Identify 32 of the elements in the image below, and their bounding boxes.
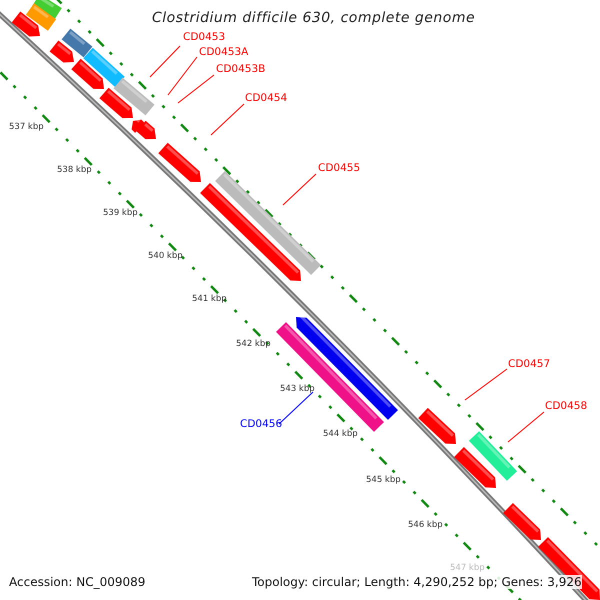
tick-label: 543 kbp [280, 384, 315, 394]
gene-label: CD0455 [318, 162, 360, 174]
gene-label: CD0454 [245, 92, 288, 104]
leader-line [150, 46, 180, 78]
gene-label: CD0457 [508, 358, 550, 370]
leader-line [178, 74, 214, 104]
gene-arrow [114, 78, 154, 116]
tick-label: 540 kbp [148, 251, 183, 261]
tick-label: 547 kbp [450, 563, 485, 573]
tick-label: 541 kbp [192, 294, 227, 304]
gene-label: CD0458 [545, 400, 588, 412]
gene-arrow [215, 171, 321, 275]
leader-line [464, 368, 508, 400]
tick-label: 538 kbp [57, 165, 92, 175]
gene-arrow [468, 431, 518, 481]
gene-label: CD0453A [199, 46, 248, 58]
genome-summary: Topology: circular; Length: 4,290,252 bp; Genes: 3,926 [252, 575, 582, 589]
leader-line [210, 104, 244, 136]
tick-label: 544 kbp [323, 429, 358, 439]
tick-label: 545 kbp [366, 475, 401, 485]
tick-label: 539 kbp [103, 208, 138, 218]
gene-label: CD0453B [216, 63, 266, 75]
tick-label: 546 kbp [408, 520, 443, 530]
gene-label: CD0453 [183, 31, 226, 43]
tick-label: 537 kbp [9, 122, 44, 132]
accession-text: Accession: NC_009089 [9, 575, 146, 589]
leader-line [282, 174, 316, 206]
leader-line [278, 392, 314, 424]
gene-label: CD0456 [240, 418, 282, 430]
leader-line [168, 56, 198, 96]
map-title: Clostridium difficile 630, complete genome [152, 10, 476, 26]
leader-line [508, 412, 544, 442]
